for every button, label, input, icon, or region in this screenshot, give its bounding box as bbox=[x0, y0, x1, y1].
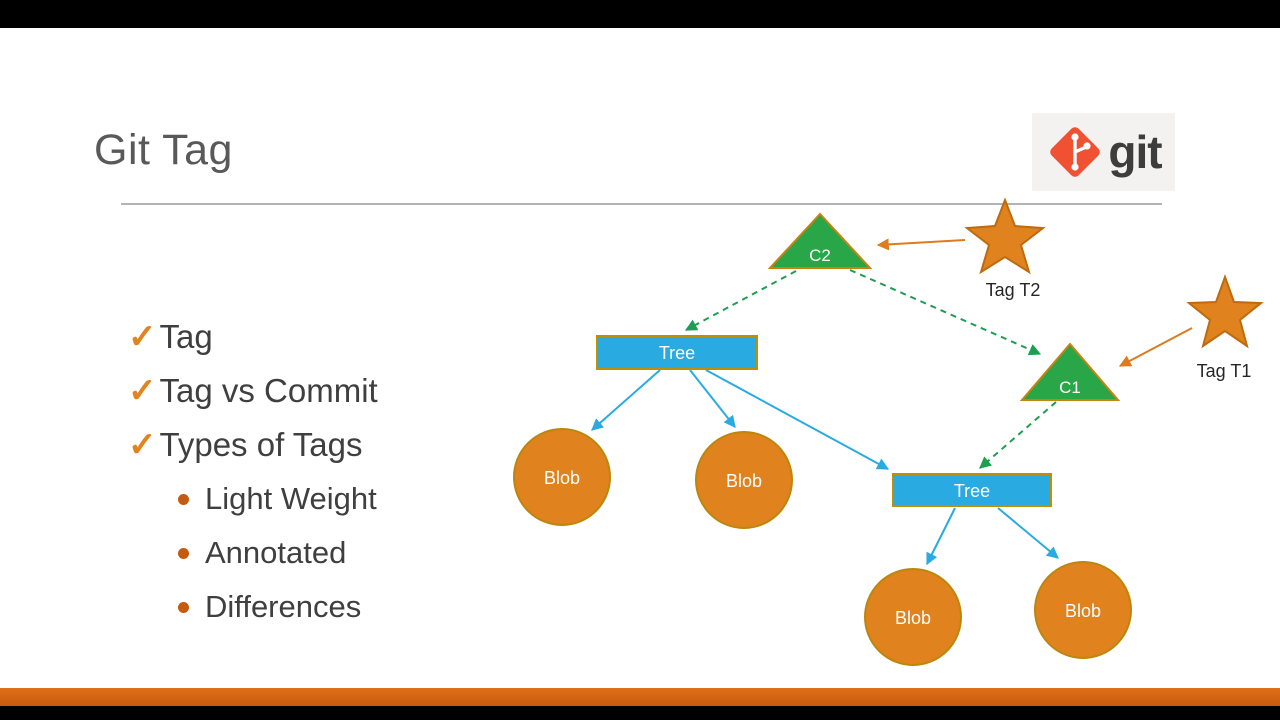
bullet-dot-icon bbox=[178, 601, 189, 613]
sub-bullet-label: Light Weight bbox=[205, 481, 377, 516]
check-icon: ✓ bbox=[128, 426, 157, 464]
sub-bullet-label: Differences bbox=[205, 589, 362, 624]
letterbox-top bbox=[0, 0, 1280, 28]
bullet-item-label: Types of Tags bbox=[159, 426, 363, 463]
bullet-list: ✓ Tag ✓ Tag vs Commit ✓ Types of Tags Li… bbox=[128, 310, 378, 634]
page-title: Git Tag bbox=[94, 126, 233, 174]
sub-bullet-item: Annotated bbox=[178, 526, 378, 580]
bullet-item: ✓ Tag bbox=[128, 310, 378, 364]
git-logo: git bbox=[1032, 113, 1175, 191]
bullet-dot-icon bbox=[178, 547, 189, 559]
sub-bullet-item: Light Weight bbox=[178, 472, 378, 526]
git-wordmark: git bbox=[1108, 126, 1162, 178]
accent-strip bbox=[0, 688, 1280, 706]
bullet-item: ✓ Types of Tags bbox=[128, 418, 378, 472]
sub-bullet-item: Differences bbox=[178, 580, 378, 634]
bullet-item: ✓ Tag vs Commit bbox=[128, 364, 378, 418]
bullet-dot-icon bbox=[178, 493, 189, 505]
check-icon: ✓ bbox=[128, 318, 157, 356]
bullet-item-label: Tag vs Commit bbox=[159, 372, 378, 409]
sub-bullet-label: Annotated bbox=[205, 535, 347, 570]
git-logo-icon bbox=[1050, 127, 1101, 177]
check-icon: ✓ bbox=[128, 372, 157, 410]
title-divider bbox=[121, 203, 1162, 205]
bullet-item-label: Tag bbox=[159, 318, 213, 355]
letterbox-bottom bbox=[0, 706, 1280, 720]
